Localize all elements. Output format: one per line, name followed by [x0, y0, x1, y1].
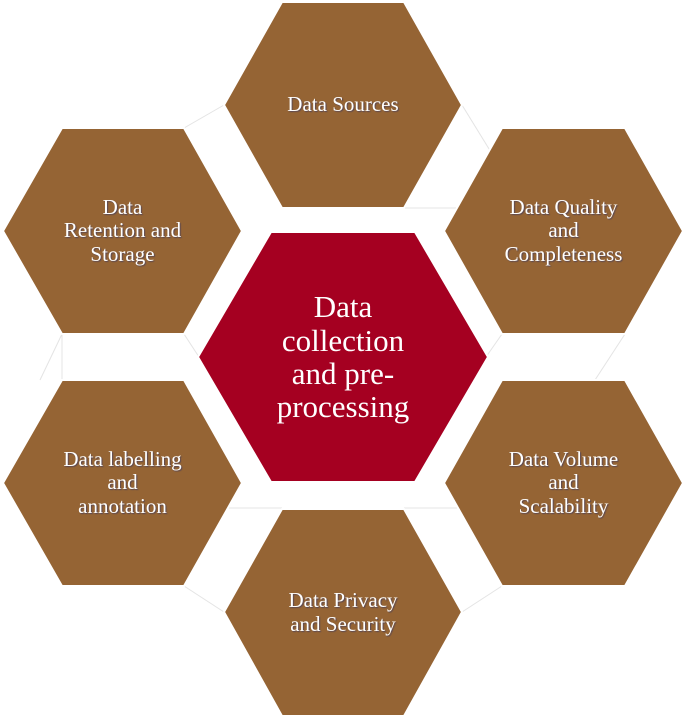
hexagon-data-quality [442, 127, 685, 335]
label-center: Data collection and pre- processing [276, 289, 410, 425]
label-data-sources: Data Sources [287, 92, 399, 117]
hexagon-center [196, 231, 490, 483]
hexagon-data-retention [1, 127, 244, 335]
label-data-privacy: Data Privacy and Security [288, 587, 398, 636]
label-data-quality: Data Quality and Completeness [504, 194, 623, 266]
hexagon-data-labelling [1, 379, 244, 587]
label-data-volume: Data Volume and Scalability [508, 446, 619, 518]
label-data-labelling: Data labelling and annotation [63, 446, 182, 518]
hexagon-data-sources [222, 0, 464, 209]
hexagon-data-privacy [222, 508, 464, 717]
hexagon-data-volume [442, 379, 685, 587]
label-data-retention: Data Retention and Storage [63, 194, 182, 266]
